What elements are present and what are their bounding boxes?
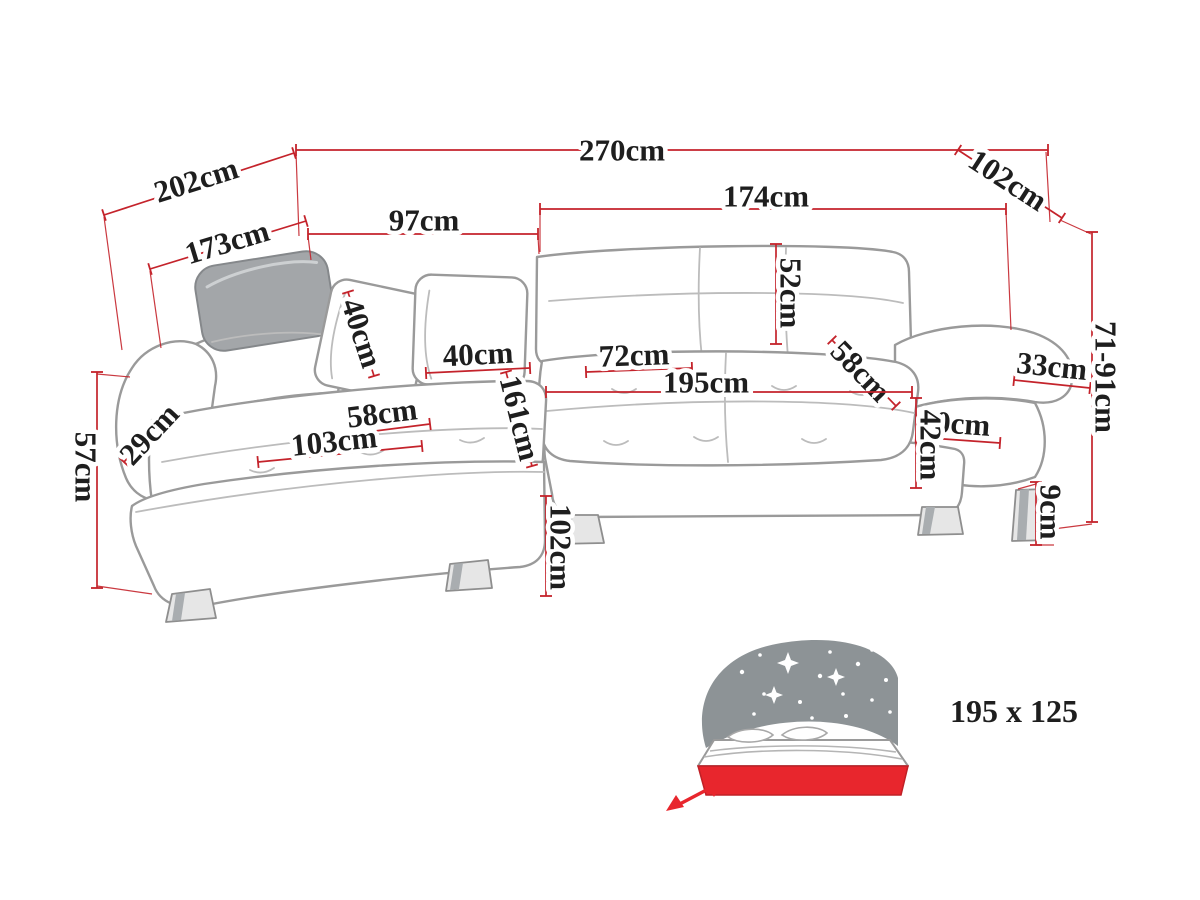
dim-leg-height-label: 9cm bbox=[1034, 484, 1069, 539]
dim-armrest-front-width-label: 30cm bbox=[919, 403, 992, 443]
dim-chaise-front-length-label: 102cm bbox=[544, 504, 579, 590]
dim-back-section-width: 97cm bbox=[307, 198, 539, 242]
dim-armrest-front-width: 30cm bbox=[914, 399, 1002, 450]
backrest-seams bbox=[548, 247, 904, 359]
unfold-arrow-icon bbox=[674, 784, 716, 808]
sleeping-function-icon bbox=[666, 639, 909, 811]
dim-seat-depth: 72cm bbox=[584, 332, 694, 378]
dim-right-depth-label: 102cm bbox=[962, 142, 1053, 218]
dim-seat-depth-label: 72cm bbox=[598, 336, 670, 373]
sleeping-area-label: 195 x 125 bbox=[950, 693, 1078, 729]
dim-total-width-label: 270cm bbox=[579, 133, 665, 168]
mattress-front-icon bbox=[697, 765, 909, 796]
dim-left-side-height-label: 57cm bbox=[69, 432, 104, 503]
dim-backrest-height-label: 52cm bbox=[774, 258, 809, 329]
dim-overall-height-range: 71-91cm bbox=[1084, 231, 1128, 523]
dim-overall-height-range-label: 71-91cm bbox=[1089, 321, 1124, 433]
dim-seat-front-height: 42cm bbox=[909, 397, 953, 489]
dim-seat-front-height-label: 42cm bbox=[914, 410, 949, 481]
dim-armrest-top-width: 33cm bbox=[1011, 340, 1094, 395]
bed-pillow-icon bbox=[726, 728, 775, 743]
chaise-base-edge bbox=[135, 470, 545, 513]
chaise-base bbox=[129, 460, 547, 609]
stars-icon bbox=[739, 648, 892, 720]
dim-sleeping-length-label: 195cm bbox=[663, 365, 749, 400]
sofa-feet bbox=[165, 488, 1053, 623]
dim-armrest-top-width-label: 33cm bbox=[1015, 345, 1089, 387]
dim-seat-section-width-label: 174cm bbox=[723, 179, 809, 214]
dim-left-side-height: 57cm bbox=[64, 371, 108, 589]
dim-backrest-height: 52cm bbox=[769, 243, 813, 345]
dim-seat-section-width: 174cm bbox=[539, 174, 1007, 218]
dim-pillow-large-label: 40cm bbox=[442, 335, 514, 374]
dim-total-width: 270cm bbox=[295, 128, 1049, 172]
bed-pillow-icon bbox=[780, 726, 829, 741]
dim-left-depth-outer: 202cm bbox=[101, 146, 297, 221]
dimension-lines: 270cm 202cm 173cm 97cm 174cm 102cm 52cm bbox=[64, 128, 1128, 597]
dim-left-depth-outer-label: 202cm bbox=[150, 150, 243, 209]
dim-sleeping-length: 195cm bbox=[545, 360, 913, 404]
dim-leg-height: 9cm bbox=[1029, 480, 1073, 546]
headboard-icon bbox=[701, 639, 898, 748]
dim-back-section-width-label: 97cm bbox=[389, 203, 460, 238]
dim-chaise-front-length: 102cm bbox=[539, 495, 583, 597]
blanket-icon bbox=[703, 745, 903, 760]
